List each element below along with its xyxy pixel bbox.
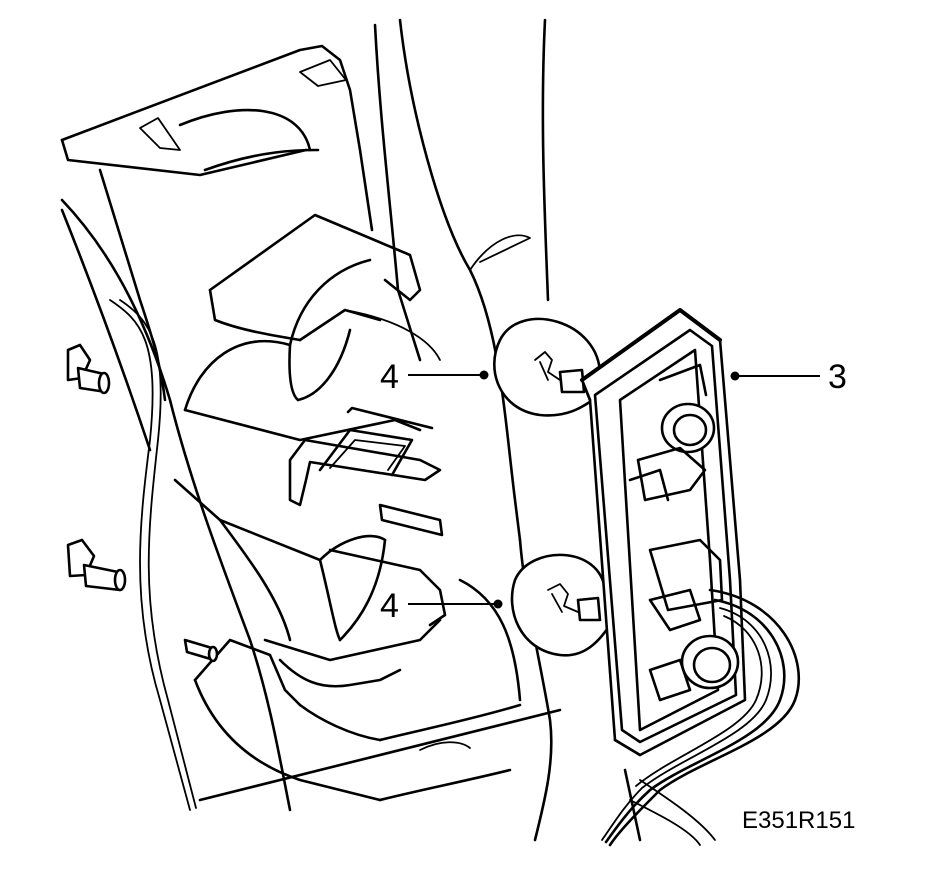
socket-lower	[648, 538, 740, 702]
wiring-harness	[601, 588, 800, 847]
lamp-holder	[580, 308, 747, 757]
callout-label-bulb-lower: 4	[380, 587, 399, 625]
bulb-lower	[510, 553, 612, 657]
mounting-stud-upper	[66, 343, 111, 395]
lamp-housing	[60, 18, 562, 842]
callout-3: 3	[730, 358, 847, 396]
leader-dot	[479, 370, 489, 380]
callout-label-lamp-holder: 3	[828, 358, 847, 396]
figure-reference: E351R151	[742, 807, 855, 834]
callout-label-bulb-upper: 4	[380, 358, 399, 396]
callout-4-upper: 4	[380, 358, 489, 396]
mounting-stud-lower	[66, 538, 127, 592]
leader-dot	[493, 599, 503, 609]
socket-upper	[628, 363, 716, 502]
bulb-upper	[493, 317, 602, 417]
leader-dot	[730, 371, 740, 381]
locating-pin	[183, 638, 219, 663]
callout-4-lower: 4	[380, 587, 503, 625]
